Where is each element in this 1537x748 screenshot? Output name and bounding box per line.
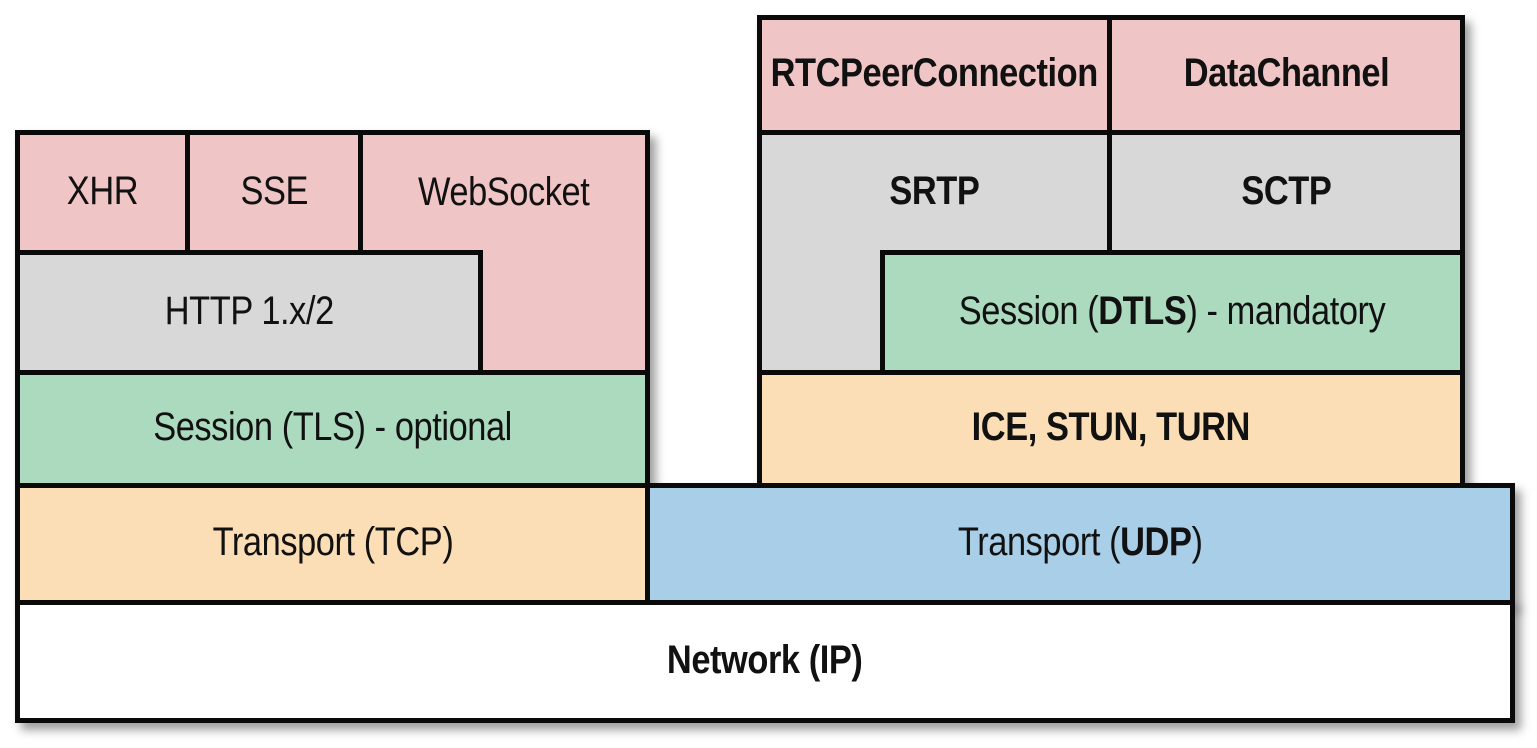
ice-box: ICE, STUN, TURN <box>757 370 1465 488</box>
ice-label: ICE, STUN, TURN <box>971 405 1251 449</box>
http-box: HTTP 1.x/2 <box>15 250 483 375</box>
xhr-box: XHR <box>15 130 190 255</box>
tls-label: Session (TLS) - optional <box>153 405 512 449</box>
dtls-box: Session (DTLS) - mandatory <box>880 250 1465 375</box>
websocket-label: WebSocket <box>418 170 590 214</box>
udp-label: Transport (UDP) <box>957 520 1203 564</box>
udp-box: Transport (UDP) <box>645 483 1515 605</box>
rtcpeerconnection-label: RTCPeerConnection <box>770 51 1099 95</box>
tcp-label: Transport (TCP) <box>212 520 453 564</box>
websocket-label-area: WebSocket <box>363 135 645 253</box>
datachannel-label: DataChannel <box>1183 51 1389 95</box>
network-box: Network (IP) <box>15 600 1515 723</box>
dtls-label: Session (DTLS) - mandatory <box>959 288 1386 333</box>
tls-box: Session (TLS) - optional <box>15 370 650 488</box>
datachannel-box: DataChannel <box>1107 15 1465 135</box>
xhr-label: XHR <box>66 168 139 213</box>
rtcpeerconnection-box: RTCPeerConnection <box>757 15 1112 135</box>
srtp-label-area: SRTP <box>762 135 1107 250</box>
sctp-label: SCTP <box>1240 168 1332 213</box>
network-label: Network (IP) <box>667 637 863 682</box>
http-label: HTTP 1.x/2 <box>164 288 334 333</box>
sse-box: SSE <box>185 130 363 255</box>
tcp-box: Transport (TCP) <box>15 483 650 605</box>
srtp-label: SRTP <box>889 168 980 213</box>
sse-label: SSE <box>240 168 308 213</box>
sctp-box: SCTP <box>1107 130 1465 255</box>
